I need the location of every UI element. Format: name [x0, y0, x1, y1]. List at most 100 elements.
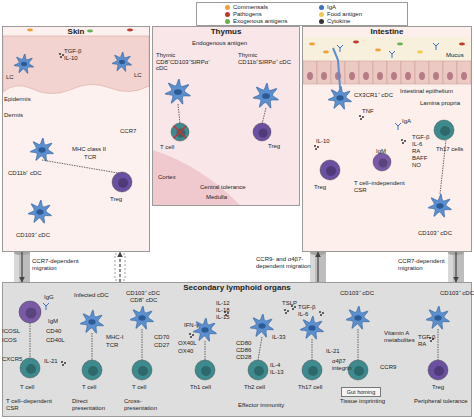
legend-entry: IgA — [319, 4, 336, 11]
microbe — [459, 43, 465, 46]
receptor-contacts — [30, 104, 446, 360]
annotation-label: Th2 cell — [244, 384, 265, 391]
legend-entry: Pathogens — [225, 11, 262, 18]
annotation-label: IL-4 — [270, 362, 280, 369]
receptor-contact — [312, 339, 313, 360]
cytokines — [59, 53, 434, 366]
cytokine-dot — [60, 56, 62, 58]
lymphocyte — [302, 360, 322, 380]
legend-entry: Exogenous antigens — [225, 18, 287, 25]
annotation-label: T cell — [20, 384, 34, 391]
annotation-label: BAFF — [412, 155, 427, 162]
annotation-label: CCR9 — [380, 364, 396, 371]
migration-arrow — [455, 252, 456, 282]
microbe — [127, 29, 133, 32]
epithelium — [303, 61, 471, 84]
lymphocyte — [373, 153, 391, 171]
annotation-label: CD80 — [236, 340, 251, 347]
annotation-label: CD103⁺ cDC — [340, 290, 374, 297]
receptor-contact — [178, 104, 180, 124]
nucleus — [21, 62, 27, 66]
microbe — [397, 43, 403, 46]
annotation-label: CD103⁺ cDC — [440, 290, 474, 297]
dendritic-cell — [30, 138, 53, 161]
annotation-label: T cell–dependent CSR — [6, 398, 58, 411]
dendritic-cell — [80, 310, 103, 333]
nucleus — [419, 72, 425, 80]
annotation-label: IgM — [48, 318, 58, 325]
receptor-contact — [142, 329, 143, 360]
cytokine-dot — [292, 308, 294, 310]
annotation-label: MHC-I — [106, 334, 123, 341]
annotation-label: Intestinal epithelium — [400, 88, 453, 95]
nucleus — [447, 72, 453, 80]
annotation-label: TGF-β — [298, 304, 315, 311]
epithelial-cell — [457, 61, 471, 84]
lymphocyte — [19, 301, 41, 323]
dendritic-cell — [300, 316, 323, 339]
cytokine-dot — [315, 148, 317, 150]
nucleus — [258, 323, 265, 328]
epithelial-cell — [373, 61, 387, 84]
annotation-label: CD40 — [46, 328, 61, 335]
annotation-label: CD27 — [154, 342, 169, 349]
nucleus — [138, 366, 148, 376]
nucleus — [138, 315, 145, 320]
annotation-label: Th17 cells — [436, 146, 463, 153]
nucleus — [349, 72, 355, 80]
nucleus — [38, 147, 45, 152]
dermis-layer — [2, 26, 150, 252]
lymphocyte — [253, 123, 271, 141]
annotation-label: Lamina propria — [420, 100, 460, 107]
mucus-layer — [303, 37, 471, 61]
lymphocyte — [112, 172, 132, 192]
legend-swatch — [225, 5, 230, 10]
migration-tube — [14, 251, 30, 282]
tube-body — [310, 252, 326, 282]
annotation-label: CD11b⁺ cDC — [8, 170, 42, 177]
nucleus — [336, 95, 343, 100]
nucleus — [354, 366, 364, 376]
receptor-contact — [438, 329, 439, 360]
annotation-label: CX3CR1⁺ cDC — [354, 92, 393, 99]
lymphoid-background — [2, 282, 472, 417]
antibody-symbol — [389, 51, 395, 58]
cortex-region — [153, 150, 240, 205]
node-heading: Intestine — [303, 27, 471, 37]
nucleus — [308, 325, 315, 330]
dendritic-cell — [165, 79, 190, 104]
nucleus — [434, 315, 441, 320]
nucleus — [377, 72, 383, 80]
annotation-label: Treg — [268, 143, 280, 150]
annotation-label: CD86 — [236, 347, 251, 354]
annotation-label: Cross-presentation — [124, 398, 174, 411]
annotation-label: Peripheral tolerance — [414, 398, 468, 405]
nucleus — [440, 126, 450, 136]
lymphocyte — [132, 360, 152, 380]
annotation-label: Mucus — [446, 52, 464, 59]
cytokine-dot — [59, 53, 61, 55]
dendritic-cell — [346, 306, 369, 329]
edge-label: CCR7-dependent migration — [398, 258, 452, 271]
antibody-symbol — [433, 43, 439, 50]
annotation-label: α4β7 integrin — [332, 358, 362, 371]
microbe — [27, 29, 33, 32]
legend-swatch — [319, 19, 324, 24]
annotation-label: CD70 — [154, 334, 169, 341]
annotation-label: TGF-β — [418, 334, 435, 341]
nucleus — [26, 364, 36, 374]
tube-highlight — [310, 252, 315, 282]
legend-swatch — [319, 12, 324, 17]
cytokine-dot — [314, 145, 316, 147]
node-heading: Thymus — [153, 27, 299, 37]
legend-entry: Food antigen — [319, 11, 362, 18]
node-heading: Skin — [3, 27, 149, 37]
annotation-label: OX40 — [178, 348, 193, 355]
epithelial-cell — [401, 61, 415, 84]
annotation-label: LC — [6, 74, 14, 81]
legend-entry: Cytokine — [319, 18, 350, 25]
cytokine-dot — [319, 311, 321, 313]
nucleus — [174, 89, 182, 95]
annotation-label: IgM — [376, 148, 386, 155]
annotation-label: CD8⁺ cDC — [130, 297, 157, 304]
